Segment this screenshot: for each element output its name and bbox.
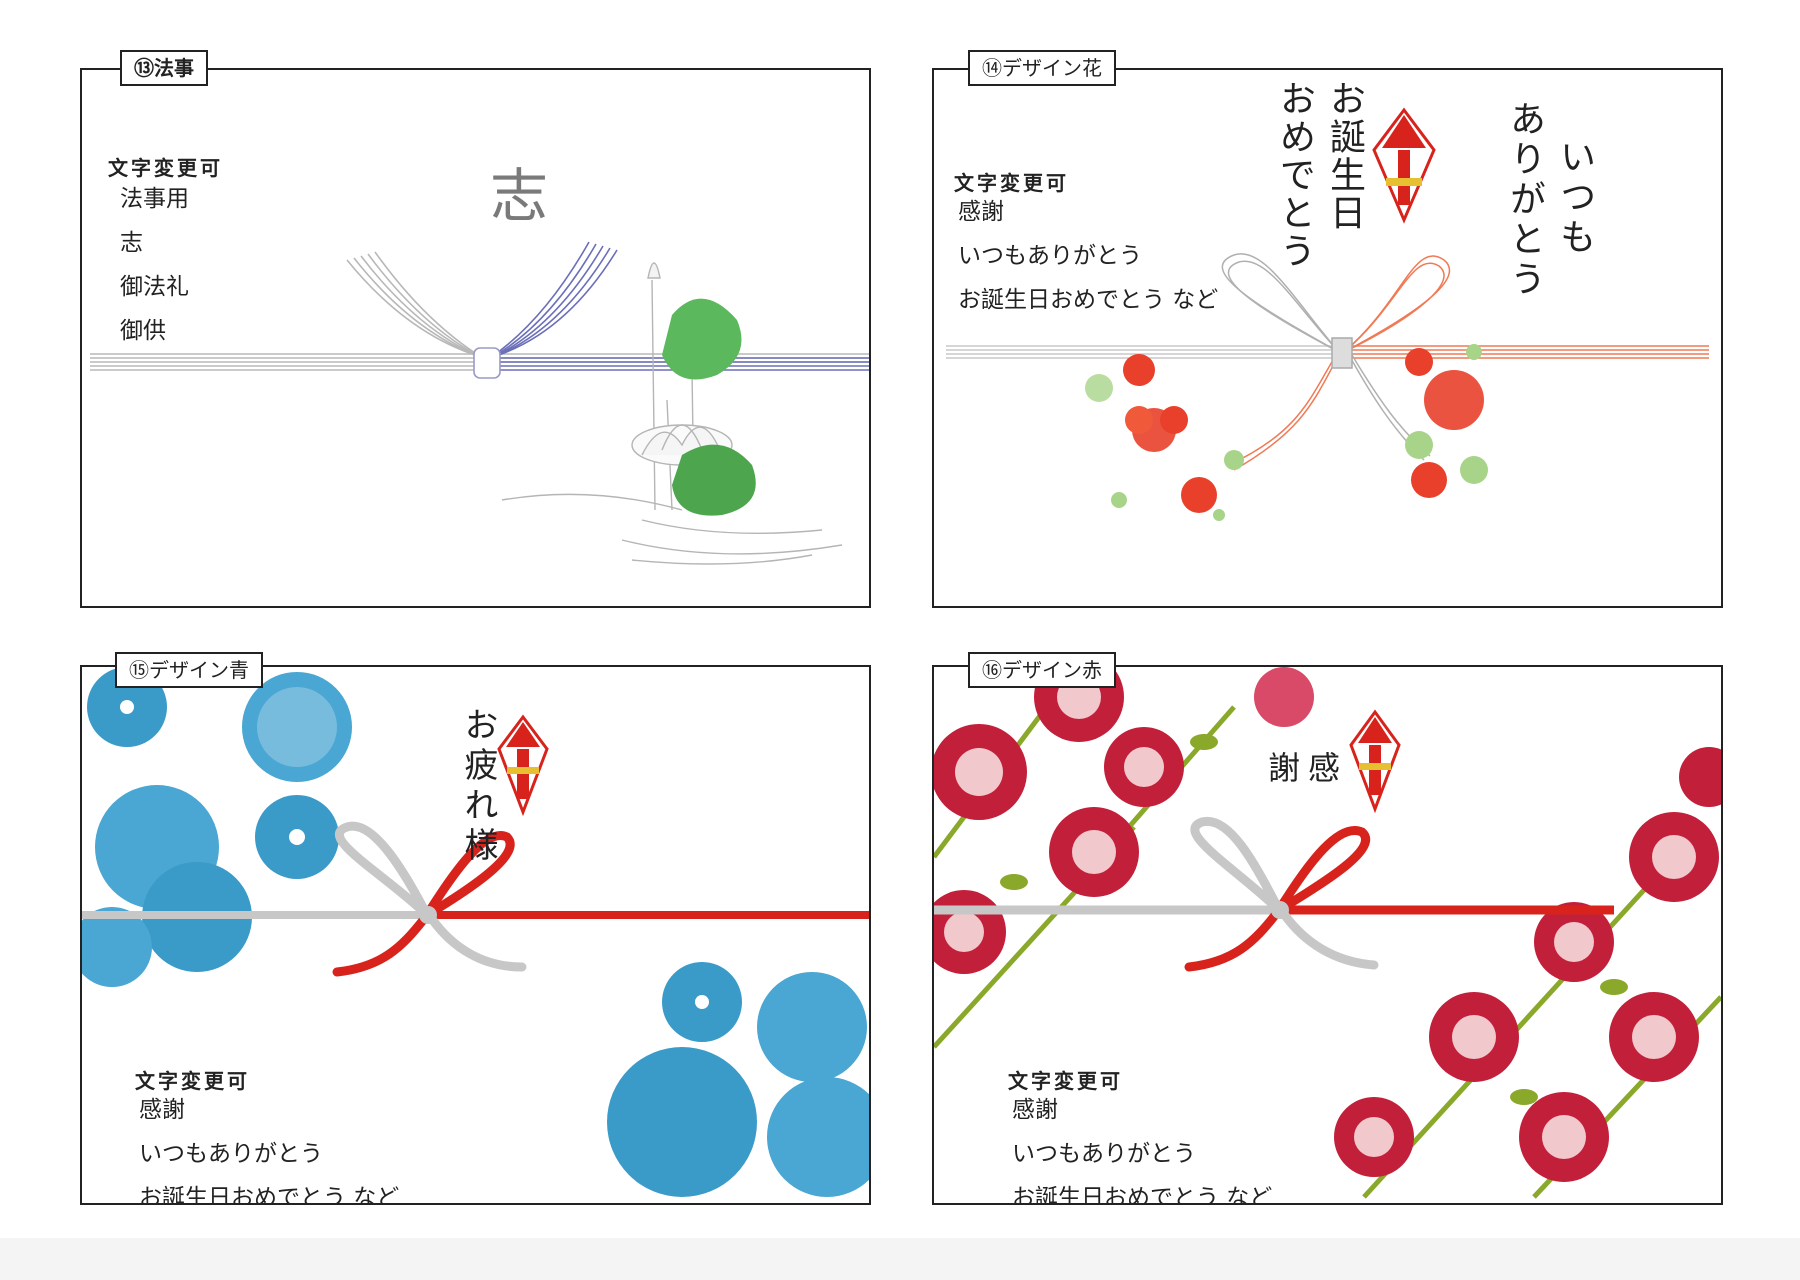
vertical-title: 感 謝 bbox=[1262, 751, 1342, 817]
vertical-text-itsumo: いつも ありがとう bbox=[1499, 100, 1599, 300]
option-line: 御法礼 bbox=[120, 274, 189, 300]
vertical-line: お誕生日 bbox=[1324, 80, 1365, 232]
lotus-leaf-upper bbox=[662, 298, 742, 380]
vertical-title-char: 謝 bbox=[1263, 751, 1301, 783]
flower-artwork bbox=[946, 107, 1709, 521]
editable-heading: 文字変更可 bbox=[1008, 1069, 1123, 1093]
option-line: お誕生日おめでとう など bbox=[958, 287, 1219, 313]
option-line: 志 bbox=[120, 230, 143, 256]
vertical-line: ありがとう bbox=[1504, 100, 1545, 300]
noshi-card-houji[interactable]: 志 文字変更可 法事用 志 御法礼 御供 bbox=[80, 68, 871, 608]
option-line: お誕生日おめでとう など bbox=[1012, 1185, 1273, 1205]
editable-text-note: 文字変更可 感謝 いつもありがとう お誕生日おめでとう など bbox=[954, 167, 1218, 322]
option-line: 法事用 bbox=[120, 186, 189, 212]
vertical-line: おめでとう bbox=[1274, 80, 1315, 270]
editable-text-note: 文字変更可 感謝 いつもありがとう お誕生日おめでとう など bbox=[1008, 1065, 1273, 1205]
option-line: いつもありがとう bbox=[1012, 1141, 1196, 1167]
noshi-card-flower[interactable]: いつも ありがとう お誕生日 おめでとう 文字変更可 感謝 いつもありがとう お… bbox=[932, 68, 1723, 608]
vertical-title-text: お疲れ様 bbox=[458, 707, 498, 867]
blue-artwork bbox=[82, 667, 869, 1197]
option-line: 御供 bbox=[120, 318, 166, 344]
editable-heading: 文字変更可 bbox=[135, 1069, 250, 1093]
noshi-ornament bbox=[1372, 107, 1436, 224]
option-line: 感謝 bbox=[958, 199, 1004, 225]
blue-flower-pattern bbox=[82, 667, 869, 1197]
noshi-card-red[interactable]: 感 謝 文字変更可 感謝 いつもありがとう お誕生日おめでとう など bbox=[932, 665, 1723, 1205]
vertical-title-text: 志 bbox=[480, 165, 548, 223]
page-bottom-strip bbox=[0, 1238, 1800, 1280]
mizuhiki-knot bbox=[346, 241, 618, 379]
vertical-title-char: 感 bbox=[1303, 751, 1341, 783]
option-line: お誕生日おめでとう など bbox=[139, 1185, 400, 1205]
card-label-tab: ⑯デザイン赤 bbox=[968, 652, 1116, 688]
mizuhiki-bow bbox=[1184, 816, 1379, 972]
card-label-tab: ⑬法事 bbox=[120, 50, 208, 86]
vertical-line: いつも bbox=[1554, 138, 1595, 258]
vertical-text-tanjoubi: お誕生日 おめでとう bbox=[1269, 80, 1369, 270]
option-line: いつもありがとう bbox=[139, 1141, 323, 1167]
houji-artwork bbox=[90, 241, 869, 565]
option-line: 感謝 bbox=[1012, 1097, 1058, 1123]
option-line: いつもありがとう bbox=[958, 243, 1142, 269]
watercolor-flowers bbox=[1085, 344, 1488, 521]
noshi-ornament bbox=[1349, 709, 1401, 814]
editable-text-note: 文字変更可 法事用 志 御法礼 御供 bbox=[108, 152, 223, 353]
noshi-ornament bbox=[497, 714, 549, 817]
vertical-title: お疲れ様 bbox=[454, 707, 503, 867]
card-label-tab: ⑮デザイン青 bbox=[115, 652, 263, 688]
vertical-title: 志 bbox=[472, 165, 556, 223]
horizontal-cord-bundle bbox=[946, 345, 1709, 359]
lotus-leaf-lower bbox=[672, 444, 756, 516]
editable-heading: 文字変更可 bbox=[954, 171, 1069, 195]
mizuhiki-bow bbox=[332, 821, 527, 977]
lotus-illustration bbox=[501, 262, 843, 565]
noshi-card-blue[interactable]: お疲れ様 文字変更可 感謝 いつもありがとう お誕生日おめでとう など bbox=[80, 665, 871, 1205]
editable-text-note: 文字変更可 感謝 いつもありがとう お誕生日おめでとう など bbox=[135, 1065, 400, 1205]
option-line: 感謝 bbox=[139, 1097, 185, 1123]
editable-heading: 文字変更可 bbox=[108, 156, 223, 180]
card-label-tab: ⑭デザイン花 bbox=[968, 50, 1116, 86]
